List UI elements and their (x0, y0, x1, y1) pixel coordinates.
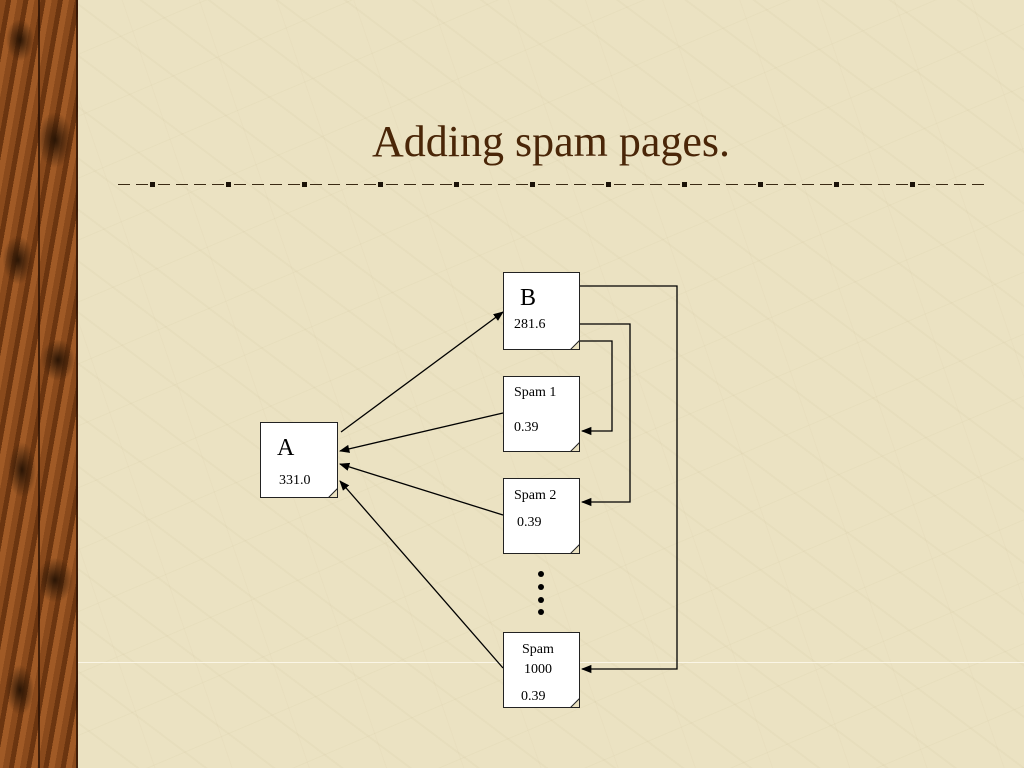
divider-dot (834, 182, 839, 187)
node-a: A 331.0 (260, 422, 338, 498)
divider-dash (252, 184, 264, 185)
sidebar-seam (38, 0, 40, 768)
divider-dash (784, 184, 796, 185)
node-spam-1-label: Spam 1 (514, 385, 557, 400)
divider-dash (972, 184, 984, 185)
page-fold-icon (570, 698, 579, 707)
node-spam-1000-label-line2: 1000 (524, 662, 552, 677)
divider-dash (690, 184, 702, 185)
node-spam-1-value: 0.39 (514, 420, 539, 435)
node-spam-2-label: Spam 2 (514, 488, 557, 503)
ellipsis-dot (538, 609, 544, 615)
divider-dash (744, 184, 756, 185)
node-spam-1000: Spam 1000 0.39 (503, 632, 580, 708)
divider-dash (364, 184, 376, 185)
edge-b-to-spam1 (580, 340, 613, 436)
divider-dash (386, 184, 398, 185)
node-spam-1000-value: 0.39 (521, 689, 546, 704)
node-a-label: A (277, 435, 295, 461)
node-spam-2: Spam 2 0.39 (503, 478, 580, 554)
node-spam-1: Spam 1 0.39 (503, 376, 580, 452)
divider-dash (918, 184, 930, 185)
node-b-label: B (520, 285, 537, 311)
wood-sidebar (0, 0, 78, 768)
divider-dash (498, 184, 510, 185)
divider-dash (708, 184, 720, 185)
edge-spam2-to-a (339, 462, 504, 516)
sidebar-edge (76, 0, 78, 768)
ellipsis-dot (538, 571, 544, 577)
divider-dash (310, 184, 322, 185)
divider-dash (766, 184, 778, 185)
divider-dot (150, 182, 155, 187)
page-fold-icon (570, 442, 579, 451)
edge-a-to-b (340, 311, 504, 433)
ellipsis-dot (538, 584, 544, 590)
divider-dot (606, 182, 611, 187)
node-spam-2-value: 0.39 (517, 515, 542, 530)
edge-b-to-spam1000 (580, 285, 678, 674)
ellipsis-dot (538, 597, 544, 603)
divider-dash (896, 184, 908, 185)
divider-dash (860, 184, 872, 185)
divider-dash (614, 184, 626, 185)
divider-dot (302, 182, 307, 187)
divider-dash (668, 184, 680, 185)
node-b-value: 281.6 (514, 317, 546, 332)
divider-dash (538, 184, 550, 185)
edge-b-to-spam2 (580, 323, 631, 507)
divider-dash (194, 184, 206, 185)
page-fold-icon (570, 544, 579, 553)
divider-dot (454, 182, 459, 187)
divider-dash (820, 184, 832, 185)
divider-dash (404, 184, 416, 185)
divider-dot (682, 182, 687, 187)
divider-dash (462, 184, 474, 185)
divider-dot (378, 182, 383, 187)
divider-dash (440, 184, 452, 185)
divider-dash (480, 184, 492, 185)
divider-dash (422, 184, 434, 185)
divider-dash (650, 184, 662, 185)
page-fold-icon (328, 488, 337, 497)
divider-dash (574, 184, 586, 185)
divider-dash (878, 184, 890, 185)
divider-dash (726, 184, 738, 185)
divider-dot (758, 182, 763, 187)
divider-dash (516, 184, 528, 185)
divider-dot (910, 182, 915, 187)
divider-dash (328, 184, 340, 185)
divider-dash (118, 184, 130, 185)
divider-dash (158, 184, 170, 185)
page-fold-icon (570, 340, 579, 349)
divider-dash (592, 184, 604, 185)
divider-dash (270, 184, 282, 185)
divider-dash (842, 184, 854, 185)
divider-dash (176, 184, 188, 185)
title-divider (118, 177, 990, 193)
divider-dash (212, 184, 224, 185)
divider-dash (234, 184, 246, 185)
node-a-value: 331.0 (279, 473, 311, 488)
node-b: B 281.6 (503, 272, 580, 350)
edge-spam1000-to-a (339, 480, 504, 669)
divider-dot (226, 182, 231, 187)
node-spam-1000-label-line1: Spam (522, 642, 554, 657)
divider-dash (136, 184, 148, 185)
edge-spam1-to-a (338, 412, 504, 453)
slide-title: Adding spam pages. (371, 117, 731, 166)
divider-dash (802, 184, 814, 185)
divider-dash (346, 184, 358, 185)
divider-dash (632, 184, 644, 185)
divider-dash (288, 184, 300, 185)
divider-dash (936, 184, 948, 185)
divider-dot (530, 182, 535, 187)
divider-dash (556, 184, 568, 185)
divider-dash (954, 184, 966, 185)
